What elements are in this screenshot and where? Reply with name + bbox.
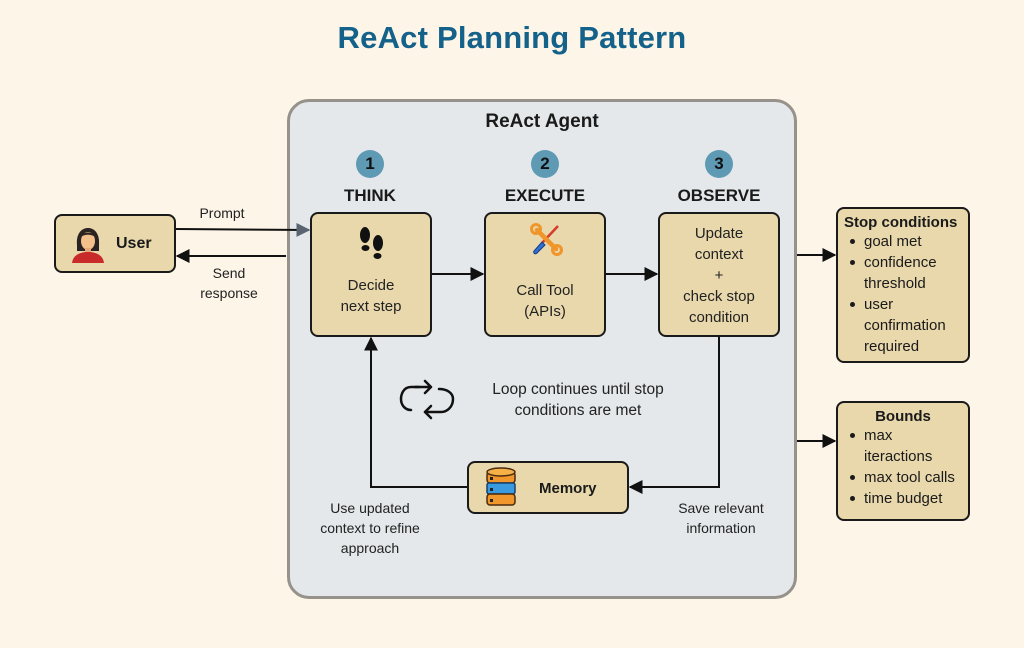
agent-title: ReAct Agent — [485, 111, 599, 132]
observe-text-line: + — [714, 267, 724, 284]
save-relevant-label: Save relevant information — [662, 498, 780, 538]
bounds-item: max tool calls — [844, 467, 962, 488]
item-line: goal met — [864, 233, 922, 250]
edge-label-line: Send — [212, 265, 246, 281]
footprints-icon — [360, 227, 383, 259]
step-label-execute: EXECUTE — [504, 186, 586, 205]
edge-label-line: response — [200, 285, 258, 301]
stop-condition-item: confidence threshold — [844, 252, 962, 294]
bounds-list: max iteractions max tool calls time budge… — [844, 425, 962, 509]
edge-label-line: approach — [340, 540, 400, 556]
stop-condition-item: goal met — [844, 231, 962, 252]
step-badge-2: 2 — [531, 150, 559, 178]
execute-text: Call Tool (APIs) — [486, 280, 604, 322]
bounds-item: max iteractions — [844, 425, 962, 467]
stop-conditions-list: goal met confidence threshold user confirm… — [844, 231, 962, 357]
observe-node: Update context + check stop condition — [658, 212, 780, 337]
item-line: max tool calls — [864, 469, 955, 486]
stop-conditions-box: Stop conditions goal met confidence thres… — [836, 207, 970, 363]
step-label-observe: OBSERVE — [677, 186, 761, 205]
bounds-title: Bounds — [875, 408, 931, 425]
observe-text-line: condition — [688, 309, 750, 326]
user-node: User — [54, 214, 176, 273]
prompt-edge-label: Prompt — [199, 205, 245, 221]
memory-label: Memory — [539, 480, 597, 497]
database-icon — [486, 467, 516, 506]
user-label: User — [116, 235, 152, 252]
tools-icon — [530, 223, 563, 256]
loop-caption: Loop continues until stop conditions are… — [468, 379, 688, 421]
item-line: max — [864, 427, 893, 444]
execute-text-line: Call Tool — [516, 282, 574, 299]
edge-label-line: Save relevant — [678, 500, 764, 516]
bounds-item: time budget — [844, 488, 962, 509]
observe-text-line: Update — [694, 225, 744, 242]
observe-text: Update context + check stop condition — [660, 223, 778, 328]
send-response-edge-label: Send response — [190, 263, 268, 303]
step-label-think: THINK — [344, 186, 396, 205]
item-line: time budget — [864, 490, 943, 507]
item-line: iteractions — [864, 448, 933, 465]
execute-text-line: (APIs) — [524, 303, 566, 320]
use-updated-context-label: Use updated context to refine approach — [305, 498, 435, 558]
loop-caption-line: Loop continues until stop — [492, 381, 664, 398]
observe-text-line: context — [694, 246, 744, 263]
edge-label-line: information — [686, 520, 756, 536]
think-text: Decide next step — [312, 275, 430, 317]
stop-condition-item: user confirmation required — [844, 294, 962, 357]
loop-caption-line: conditions are met — [514, 402, 642, 419]
item-line: required — [864, 338, 920, 355]
stop-conditions-title: Stop conditions — [844, 214, 958, 231]
step-badge-1: 1 — [356, 150, 384, 178]
step-badge-3: 3 — [705, 150, 733, 178]
item-line: threshold — [864, 275, 926, 292]
edge-label-line: context to refine — [320, 520, 420, 536]
edge-label-line: Use updated — [330, 500, 410, 516]
user-avatar-icon — [72, 228, 104, 263]
item-line: confirmation — [864, 317, 946, 334]
item-line: confidence — [864, 254, 937, 271]
memory-node: Memory — [467, 461, 629, 514]
think-node: Decide next step — [310, 212, 432, 337]
think-text-line: next step — [340, 298, 402, 315]
execute-node: Call Tool (APIs) — [484, 212, 606, 337]
observe-text-line: check stop — [683, 288, 755, 305]
item-line: user — [864, 296, 894, 313]
bounds-box: Bounds max iteractions max tool calls tim… — [836, 401, 970, 521]
diagram-title: ReAct Planning Pattern — [337, 20, 687, 55]
loop-arrows-icon — [399, 379, 455, 420]
think-text-line: Decide — [347, 277, 395, 294]
